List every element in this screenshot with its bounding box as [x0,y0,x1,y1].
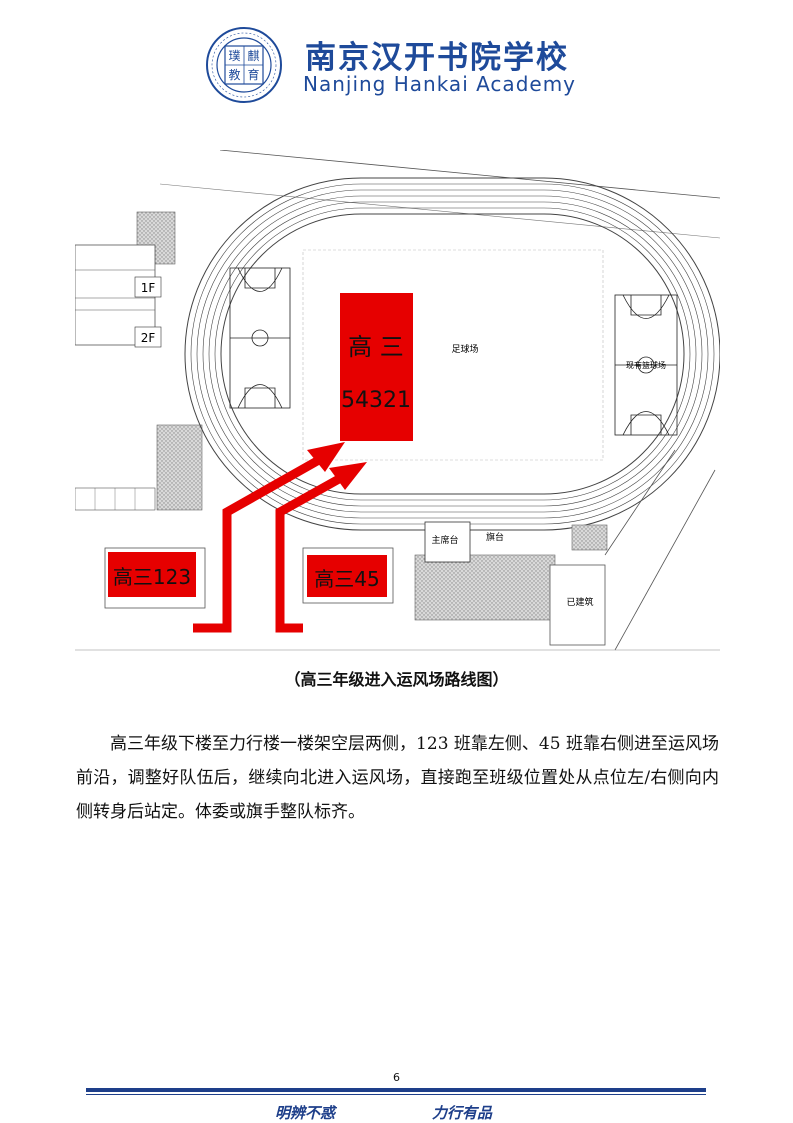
route-arrowhead-right [329,462,367,490]
football-field-label: 足球场 [451,343,478,355]
logo-char-2: 麒 [247,48,259,63]
built-building [549,564,606,646]
page-number: 6 [393,1071,400,1084]
route-path-left [193,448,336,633]
school-logo: 璞 麒 教 育 [206,27,282,103]
basketball-court-right [614,294,678,436]
route-map: 1F 2F 足球场 现有篮球场 高 三 54321 [75,150,720,651]
school-name-cn: 南京汉开书院学校 [305,40,569,76]
gao-san-main-classes: 54321 [341,388,411,413]
gao-san-123-block [108,552,196,597]
gao-san-123-label: 高三123 [113,565,191,589]
logo-char-1: 璞 [228,49,240,63]
rostrum [424,521,471,563]
running-track [184,177,720,531]
dotted-zone-left-lower [156,424,203,511]
logo-char-4: 育 [247,67,259,82]
footer-rule-thin [86,1094,706,1095]
rostrum-label: 主席台 [431,534,458,546]
gao-san-45-label: 高三45 [314,567,379,591]
gao-san-main-block [340,293,413,441]
footer-motto-left: 明辨不惑 [275,1104,336,1122]
footer-rule-thick [86,1088,706,1092]
flag-stand-label: 旗台 [486,531,504,543]
floor-1f-label: 1F [141,281,156,295]
route-arrowhead-left [307,442,345,472]
floor-2f-label: 2F [141,331,156,345]
basketball-court-left [229,267,291,409]
gao-san-45-block [307,555,387,597]
logo-char-3: 教 [228,67,240,82]
basketball-court-label: 现有篮球场 [626,360,666,370]
route-path-right [275,466,358,633]
school-name-en: Nanjing Hankai Academy [303,72,577,96]
figure-caption: （高三年级进入运风场路线图） [284,670,509,689]
body-paragraph: 高三年级下楼至力行楼一楼架空层两侧，123 班靠左侧、45 班靠右侧进至运风场前… [76,734,719,822]
dotted-zone-bottom [414,554,556,621]
gao-san-main-label: 高 三 [348,333,404,361]
built-building-label: 已建筑 [566,596,593,608]
dotted-zone-bottom-right [571,524,608,551]
page-header: 璞 麒 教 育 南京汉开书院学校 Nanjing Hankai Academy [205,26,605,106]
footer-motto-right: 力行有品 [432,1104,493,1122]
